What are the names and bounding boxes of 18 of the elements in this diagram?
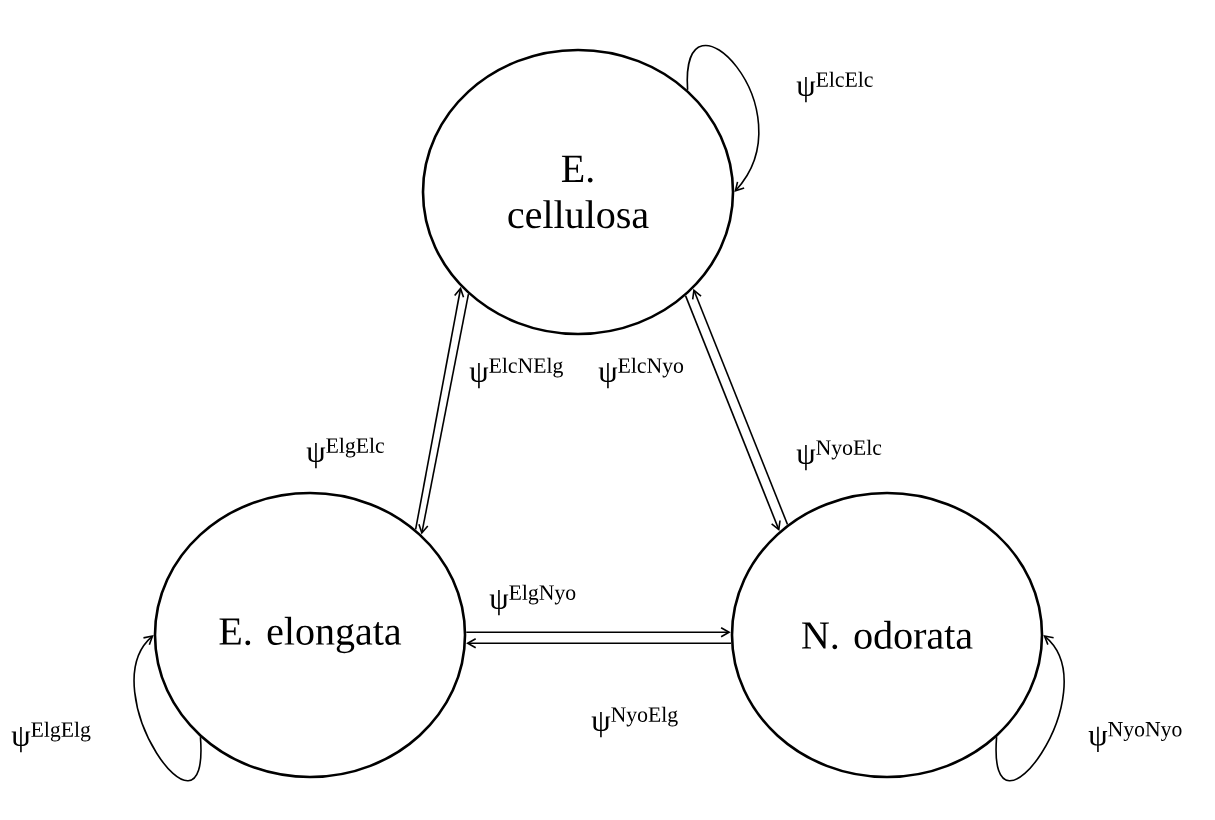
edge-label: ψ$^{NyoNyo}$ — [1088, 722, 1182, 752]
edge-label: ψ$^{ElgElc}$ — [306, 437, 384, 469]
loop-arrow — [133, 635, 202, 782]
edge-label: ψ$^{ElgElg}$ — [11, 721, 91, 753]
arrow — [418, 293, 470, 535]
arrow — [414, 286, 465, 531]
arrow — [684, 295, 781, 532]
edge-label: ψ$^{NyoElg}$ — [591, 706, 678, 738]
arrow — [465, 627, 731, 638]
loop-arrow — [686, 45, 760, 192]
loop-arrow — [995, 635, 1065, 782]
edge-label: ψ$^{ElcElc}$ — [796, 71, 873, 103]
edge-label: ψ$^{NyoElc}$ — [796, 439, 882, 471]
arrow — [691, 288, 789, 526]
edge-label: ψ$^{ElcNElg}$ — [469, 357, 563, 389]
edge-label: ψ$^{ElgNyo}$ — [489, 584, 576, 616]
arrow — [466, 637, 732, 649]
edge-label: ψ$^{ElcNyo}$ — [598, 357, 684, 389]
